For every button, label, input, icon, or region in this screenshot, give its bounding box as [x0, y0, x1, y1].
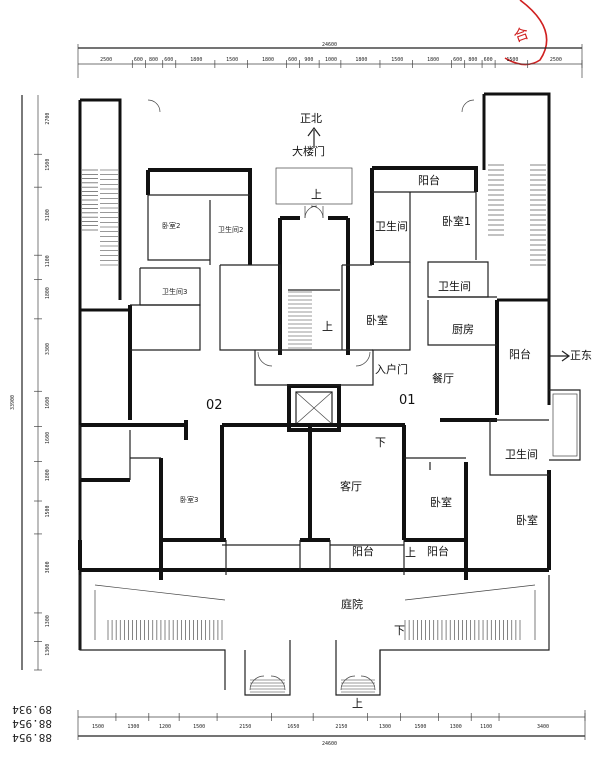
label-bedroom-b: 卧室 [430, 495, 452, 509]
dim-bottom-label: 2150 [335, 724, 347, 730]
orientation-labels: 正北 大楼门 正东 入户门 01 02 上 上 下 上 下 上 [206, 112, 592, 710]
up-mark-gate: 上 [352, 697, 363, 710]
up-mark-balcony: 上 [405, 546, 416, 559]
dim-bottom-label: 1200 [159, 724, 171, 730]
dim-left-label: 1300 [45, 615, 51, 627]
doors [147, 99, 475, 691]
dim-bottom-label: 3400 [537, 724, 549, 730]
label-bedroom2: 卧室2 [162, 221, 180, 230]
dim-top-label: 1500 [506, 57, 518, 63]
room-labels-right: 阳台 卧室1 卫生间 卫生间 卧室 厨房 餐厅 阳台 卫生间 客厅 卧室 卧室 … [340, 173, 538, 611]
north-label: 正北 [300, 112, 322, 125]
east-arrow-icon [550, 350, 571, 362]
dimension-top: 24600 2500 600 800 600 1800 1500 1800 600 900 100… [77, 42, 583, 78]
dim-left-label: 3300 [45, 343, 51, 355]
dim-top-label: 1500 [226, 57, 238, 63]
dim-bottom-label: 1300 [450, 724, 462, 730]
dim-bottom-label: 2150 [239, 724, 251, 730]
unit-right-number: 01 [399, 393, 416, 408]
dim-left-label: 1600 [45, 432, 51, 444]
label-balcony-top: 阳台 [418, 173, 440, 187]
dim-left-total: 33900 [10, 395, 16, 410]
dim-left-label: 3600 [45, 561, 51, 573]
up-mark-main: 上 [311, 188, 322, 201]
north-arrow-icon [307, 127, 321, 148]
dim-bottom-label: 1500 [193, 724, 205, 730]
dim-bottom-label: 1300 [379, 724, 391, 730]
dim-top-label: 1000 [325, 57, 337, 63]
dim-bottom-label: 1650 [287, 724, 299, 730]
dim-top-label: 900 [304, 57, 313, 63]
label-bath2: 卫生间2 [218, 225, 243, 234]
outer-walls [78, 92, 581, 696]
dim-left-label: 1800 [45, 287, 51, 299]
dim-top-label: 600 [164, 57, 173, 63]
dim-top-label: 1800 [262, 57, 274, 63]
label-bath-top: 卫生间 [375, 219, 408, 233]
dim-top-label: 800 [468, 57, 477, 63]
dimension-bottom: 24600 1500 1300 1200 1500 2150 1650 2150 1300 15… [77, 710, 586, 747]
side-notes: 89.934 88.954 88.954 [12, 703, 52, 744]
dim-top-label: 600 [134, 57, 143, 63]
label-dining: 餐厅 [432, 371, 454, 385]
dim-left-label: 1600 [45, 397, 51, 409]
red-stamp: 合 [504, 0, 548, 66]
dim-top-label: 1800 [427, 57, 439, 63]
side-note-1: 89.934 [12, 703, 52, 716]
label-balcony-east: 阳台 [509, 347, 531, 361]
label-bedroom-a: 卧室 [366, 313, 388, 327]
dim-top-label: 1800 [355, 57, 367, 63]
dim-top-label: 800 [149, 57, 158, 63]
label-bath-low: 卫生间 [505, 447, 538, 461]
dim-top-label: 2500 [100, 57, 112, 63]
room-labels-left: 卧室2 卫生间2 卫生间3 卧室3 [162, 221, 243, 504]
dim-left-label: 1500 [45, 505, 51, 517]
dim-top-label: 600 [453, 57, 462, 63]
dim-left-label: 1100 [45, 255, 51, 267]
interior-walls [79, 170, 549, 575]
dim-left-label: 1800 [45, 469, 51, 481]
unit-left-number: 02 [206, 398, 223, 413]
east-label: 正东 [570, 349, 592, 362]
label-kitchen: 厨房 [452, 323, 474, 336]
dim-bottom-label: 1300 [127, 724, 139, 730]
dim-bottom-label: 1100 [480, 724, 492, 730]
dim-top-label: 600 [484, 57, 493, 63]
entrance-canopy [275, 167, 353, 205]
main-door-label: 大楼门 [292, 144, 325, 158]
dim-top-label: 1500 [391, 57, 403, 63]
label-balcony-s2: 阳台 [427, 544, 449, 558]
dim-top-label: 600 [288, 57, 297, 63]
dimension-left: 33900 2700 1500 3100 1100 1800 3300 1600 1600 18… [10, 95, 51, 671]
up-mark-stair: 上 [322, 320, 333, 333]
label-bedroom-c: 卧室 [516, 513, 538, 527]
down-mark-courtyard: 下 [394, 624, 405, 637]
side-note-3: 88.954 [12, 731, 52, 744]
down-mark-right: 下 [375, 436, 386, 449]
dim-bottom-total: 24600 [322, 741, 337, 747]
label-bedroom1: 卧室1 [442, 214, 471, 228]
side-note-2: 88.954 [12, 717, 52, 730]
dim-bottom-label: 1500 [414, 724, 426, 730]
dim-left-label: 1500 [45, 159, 51, 171]
label-living: 客厅 [340, 479, 362, 493]
dim-bottom-label: 1500 [92, 724, 104, 730]
label-courtyard: 庭院 [341, 597, 363, 611]
dim-left-label: 1300 [45, 644, 51, 656]
label-bedroom3: 卧室3 [180, 495, 198, 504]
label-balcony-s1: 阳台 [352, 544, 374, 558]
dim-left-label: 3100 [45, 209, 51, 221]
dim-top-total: 24600 [322, 42, 337, 48]
dim-left-label: 2700 [45, 113, 51, 125]
entry-door-label: 入户门 [375, 362, 408, 376]
label-bath-mid: 卫生间 [438, 279, 471, 293]
label-bath3: 卫生间3 [162, 287, 187, 296]
dim-top-label: 2500 [550, 57, 562, 63]
dim-top-label: 1800 [190, 57, 202, 63]
stairs [82, 164, 546, 693]
stamp-char: 合 [511, 24, 531, 46]
